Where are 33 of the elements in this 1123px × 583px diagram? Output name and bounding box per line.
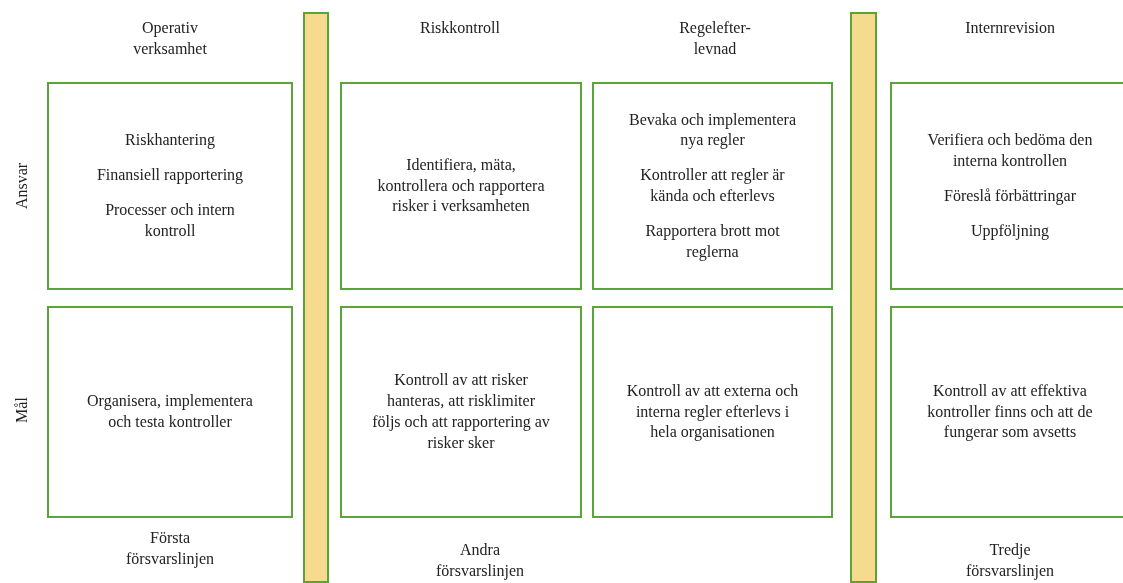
- divider-bar: [303, 12, 329, 583]
- box-text: Uppföljning: [970, 220, 1050, 242]
- box-text: Kontroll av att risker hanteras, att risklimiter följs och att rapportering av risker sker: [372, 370, 550, 453]
- column-header: Riskkontroll: [419, 18, 501, 38]
- box-text: Riskhantering: [125, 130, 215, 151]
- box-text: Finansiell rapportering: [96, 165, 244, 186]
- box-text: Föreslå förbättringar: [944, 186, 1076, 207]
- column-header: Internrevision: [964, 18, 1056, 38]
- box-text: Verifiera och bedöma den interna kontrollen: [926, 130, 1094, 172]
- column-footer: Andra försvarslinjen: [420, 540, 540, 582]
- text-box: [47, 82, 293, 290]
- column-footer: Första försvarslinjen: [120, 528, 220, 570]
- box-text: Organisera, implementera och testa kontroller: [86, 391, 254, 432]
- column-header: Operativ verksamhet: [132, 18, 208, 59]
- divider-bar: [850, 12, 877, 583]
- box-text: Identifiera, mäta, kontrollera och rapportera risker i verksamheten: [376, 154, 546, 217]
- column-footer: Tredje försvarslinjen: [950, 540, 1070, 582]
- box-text: Kontroll av att externa och interna regler efterlevs i hela organisationen: [625, 380, 800, 443]
- row-header: Ansvar: [13, 162, 32, 210]
- box-text: Kontroll av att effektiva kontroller finns och att de fungerar som avsetts: [926, 380, 1094, 443]
- box-text: Processer och intern kontroll: [104, 200, 236, 241]
- text-box: [592, 82, 833, 290]
- box-text: Kontroller att regler är kända och efterlevs: [639, 165, 786, 206]
- box-text: Bevaka och implementera nya regler: [627, 109, 797, 151]
- text-box: [340, 82, 582, 290]
- box-text: Rapportera brott mot reglerna: [644, 220, 781, 263]
- column-header: Regelefter- levnad: [678, 18, 752, 59]
- row-header: Mål: [12, 397, 31, 423]
- text-box: [890, 306, 1123, 518]
- text-box: [47, 306, 293, 518]
- text-box: [340, 306, 582, 518]
- text-box: [592, 306, 833, 518]
- text-box: [890, 82, 1123, 290]
